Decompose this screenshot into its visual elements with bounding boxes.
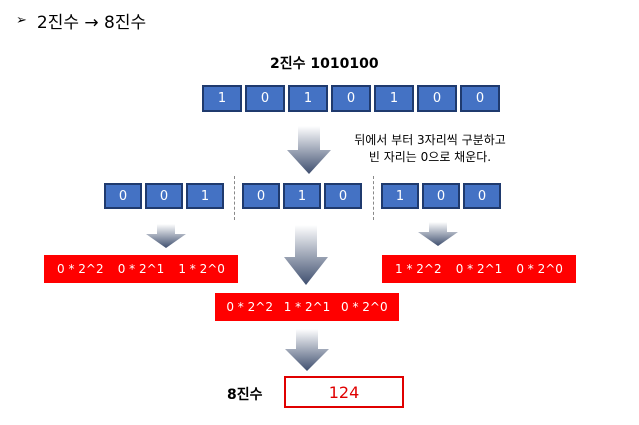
weight-term: 0 * 2^2 bbox=[226, 300, 273, 314]
grouping-note: 뒤에서 부터 3자리씩 구분하고 빈 자리는 0으로 채운다. bbox=[340, 132, 520, 166]
binary-label: 2진수 1010100 bbox=[270, 56, 379, 72]
weight-term: 0 * 2^0 bbox=[516, 262, 563, 276]
group-divider bbox=[234, 176, 235, 220]
binary-bit: 1 bbox=[374, 85, 414, 112]
group-bit: 0 bbox=[422, 183, 460, 209]
down-arrow-icon bbox=[287, 126, 331, 174]
weights-left: 0 * 2^2 0 * 2^1 1 * 2^0 bbox=[44, 255, 238, 283]
binary-bit: 0 bbox=[245, 85, 285, 112]
weight-term: 0 * 2^1 bbox=[117, 262, 165, 276]
octal-result: 124 bbox=[284, 376, 404, 408]
down-arrow-icon bbox=[285, 329, 329, 371]
binary-bit: 0 bbox=[417, 85, 457, 112]
binary-bit: 0 bbox=[460, 85, 500, 112]
bit-group-right: 1 0 0 bbox=[381, 183, 501, 209]
weight-term: 0 * 2^1 bbox=[455, 262, 503, 276]
bit-group-left: 0 0 1 bbox=[104, 183, 224, 209]
weight-term: 0 * 2^0 bbox=[341, 300, 388, 314]
group-bit: 0 bbox=[145, 183, 183, 209]
slide-title: ➢ 2진수 → 8진수 bbox=[16, 8, 146, 33]
group-bit: 0 bbox=[463, 183, 501, 209]
group-bit: 1 bbox=[381, 183, 419, 209]
weight-term: 0 * 2^2 bbox=[57, 262, 104, 276]
weight-term: 1 * 2^0 bbox=[178, 262, 225, 276]
down-arrow-icon bbox=[418, 222, 458, 246]
note-line-2: 빈 자리는 0으로 채운다. bbox=[368, 150, 492, 164]
down-arrow-icon bbox=[284, 225, 328, 285]
bit-group-middle: 0 1 0 bbox=[242, 183, 362, 209]
weight-term: 1 * 2^2 bbox=[395, 262, 442, 276]
octal-value: 124 bbox=[328, 382, 360, 402]
group-divider bbox=[373, 176, 374, 220]
binary-bit: 0 bbox=[331, 85, 371, 112]
note-line-1: 뒤에서 부터 3자리씩 구분하고 bbox=[354, 133, 506, 147]
group-bit: 0 bbox=[324, 183, 362, 209]
group-bit: 0 bbox=[104, 183, 142, 209]
group-bit: 0 bbox=[242, 183, 280, 209]
bullet-arrow-icon: ➢ bbox=[16, 13, 27, 28]
weights-right: 1 * 2^2 0 * 2^1 0 * 2^0 bbox=[382, 255, 576, 283]
binary-bit: 1 bbox=[288, 85, 328, 112]
title-text: 2진수 → 8진수 bbox=[36, 13, 147, 33]
weight-term: 1 * 2^1 bbox=[283, 300, 331, 314]
down-arrow-icon bbox=[146, 224, 186, 248]
octal-label: 8진수 bbox=[227, 387, 263, 403]
weights-middle: 0 * 2^2 1 * 2^1 0 * 2^0 bbox=[215, 293, 399, 321]
binary-bits-row: 1 0 1 0 1 0 0 bbox=[202, 85, 500, 112]
group-bit: 1 bbox=[283, 183, 321, 209]
group-bit: 1 bbox=[186, 183, 224, 209]
binary-bit: 1 bbox=[202, 85, 242, 112]
